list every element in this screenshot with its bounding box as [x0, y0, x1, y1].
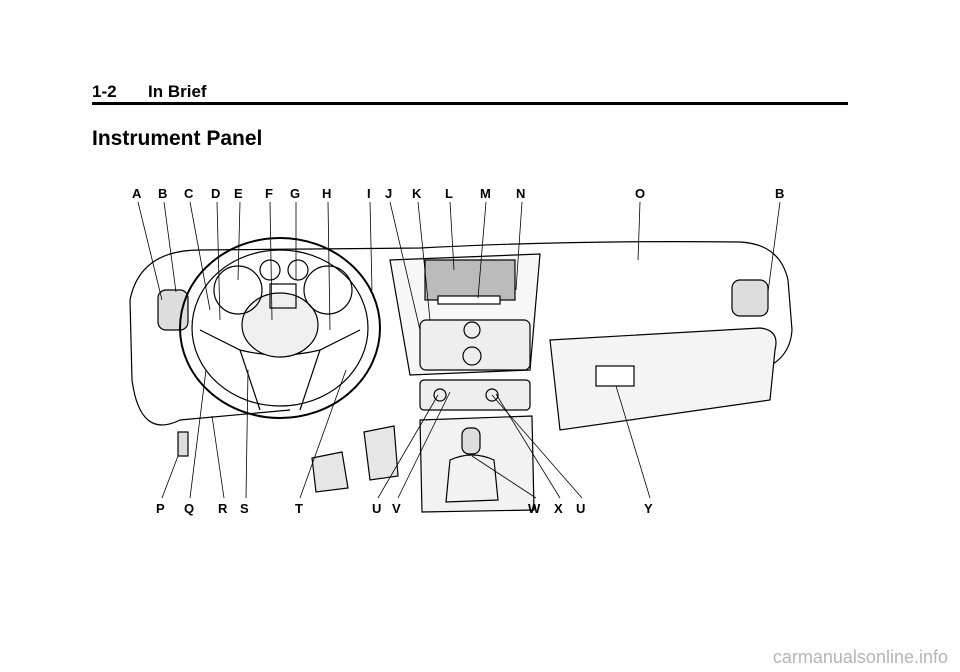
callout-g: G [290, 186, 300, 201]
callout-h: H [322, 186, 331, 201]
header-rule [92, 102, 848, 105]
callout-a: A [132, 186, 142, 201]
dashboard-drawing [129, 237, 793, 513]
page-title: Instrument Panel [92, 127, 263, 150]
page-number: 1-2 [92, 82, 117, 101]
callout-m: M [480, 186, 491, 201]
callout-k: K [412, 186, 422, 201]
callout-c: C [184, 186, 194, 201]
callout-e: E [234, 186, 243, 201]
instrument-panel-diagram: A B C D E F G H I J K L M N O B P Q R S … [129, 186, 793, 516]
callout-y: Y [644, 501, 653, 516]
callout-u-right: U [576, 501, 585, 516]
leader-lines [137, 201, 781, 499]
callout-r: R [218, 501, 228, 516]
callout-p: P [156, 501, 165, 516]
callout-v: V [392, 501, 401, 516]
callout-l: L [445, 186, 453, 201]
callout-x: X [554, 501, 563, 516]
callout-q: Q [184, 501, 194, 516]
watermark: carmanualsonline.info [772, 647, 948, 667]
callout-n: N [516, 186, 525, 201]
callout-b: B [158, 186, 167, 201]
callout-f: F [265, 186, 273, 201]
callout-d: D [211, 186, 220, 201]
callout-u: U [372, 501, 381, 516]
callout-j: J [385, 186, 392, 201]
callout-s: S [240, 501, 249, 516]
callout-o: O [635, 186, 645, 201]
callout-i: I [367, 186, 371, 201]
section-title: In Brief [148, 82, 207, 101]
callout-w: W [528, 501, 541, 516]
callout-t: T [295, 501, 303, 516]
callout-b-right: B [775, 186, 784, 201]
